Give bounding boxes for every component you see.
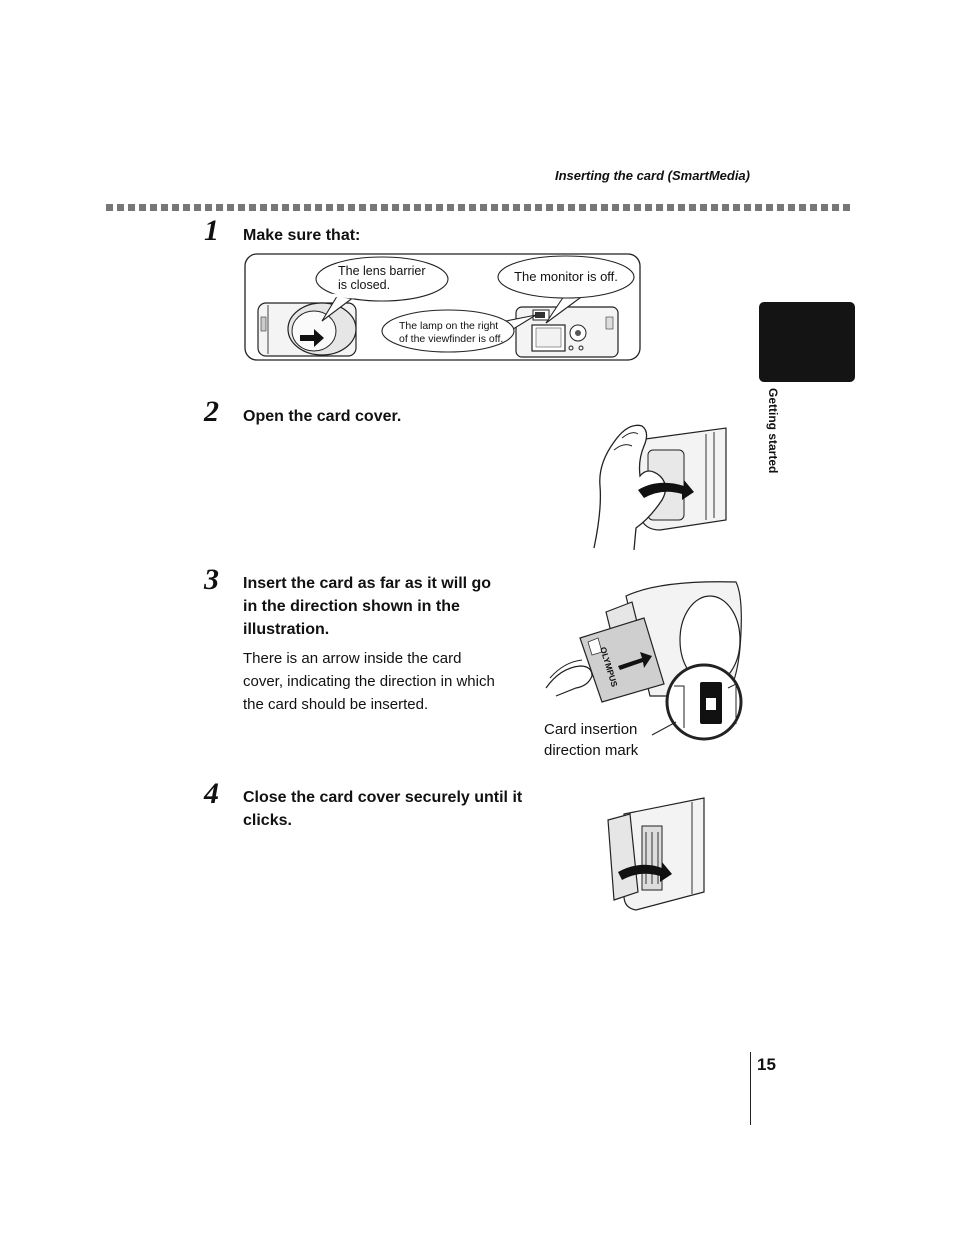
step-4-text-line-1: Close the card cover securely until it xyxy=(243,789,523,806)
magnifier-detail xyxy=(665,663,743,741)
curved-arrow-icon xyxy=(638,480,694,500)
fingers-icon xyxy=(545,659,593,697)
chapter-label: Getting started xyxy=(766,388,780,474)
step-3-illustration: OLYMPUS xyxy=(545,581,743,741)
step-3-note-line-3: the card should be inserted. xyxy=(243,696,429,713)
page-number-rule xyxy=(750,1052,751,1125)
camera-front-icon xyxy=(257,302,357,357)
step-2-text: Open the card cover. xyxy=(243,408,402,425)
lens-callout-line-2: is closed. xyxy=(338,278,390,292)
smartmedia-card-icon: OLYMPUS xyxy=(579,617,665,703)
lens-callout-line-1: The lens barrier xyxy=(338,264,426,278)
step-4-illustration xyxy=(607,797,705,911)
callout-lamp: The lamp on the right of the viewfinder … xyxy=(381,309,537,353)
step-1-illustration: The lens barrier is closed. The monitor … xyxy=(244,253,641,361)
step-4-text-line-2: clicks. xyxy=(243,812,292,829)
monitor-callout-text: The monitor is off. xyxy=(514,269,618,284)
step-3-text-line-1: Insert the card as far as it will go xyxy=(243,575,492,592)
step-4-number: 4 xyxy=(204,777,219,810)
closing-arrow-icon xyxy=(618,862,672,882)
mark-label-line-1: Card insertion xyxy=(544,721,638,738)
step-1-number: 1 xyxy=(204,214,219,247)
dotted-divider xyxy=(106,204,850,211)
hand-icon xyxy=(593,424,667,550)
step-1-text: Make sure that: xyxy=(243,227,361,244)
camera-closing-icon xyxy=(607,797,705,911)
direction-mark-icon xyxy=(706,698,716,710)
step-3-note-line-2: cover, indicating the direction in which xyxy=(243,673,495,690)
lamp-callout-line-2: of the viewfinder is off. xyxy=(399,333,503,345)
arrow-right-icon xyxy=(300,329,324,347)
section-header: Inserting the card (SmartMedia) xyxy=(554,168,750,183)
step-2-number: 2 xyxy=(204,395,219,428)
camera-back-icon xyxy=(515,306,619,358)
mark-label-line-2: direction mark xyxy=(544,742,639,759)
step-3-text-line-3: illustration. xyxy=(243,621,330,638)
leader-line xyxy=(651,721,677,736)
step-3-text-line-2: in the direction shown in the xyxy=(243,598,460,615)
callout-monitor: The monitor is off. xyxy=(497,255,635,324)
callout-lens-barrier: The lens barrier is closed. xyxy=(315,256,449,322)
insert-arrow-icon xyxy=(618,652,652,670)
step-2-illustration xyxy=(593,424,727,550)
lamp-callout-line-1: The lamp on the right xyxy=(399,320,498,332)
chapter-tab xyxy=(759,302,855,382)
page-number: 15 xyxy=(757,1055,776,1074)
step-3-note-line-1: There is an arrow inside the card xyxy=(243,650,462,667)
step-3-number: 3 xyxy=(204,563,219,596)
